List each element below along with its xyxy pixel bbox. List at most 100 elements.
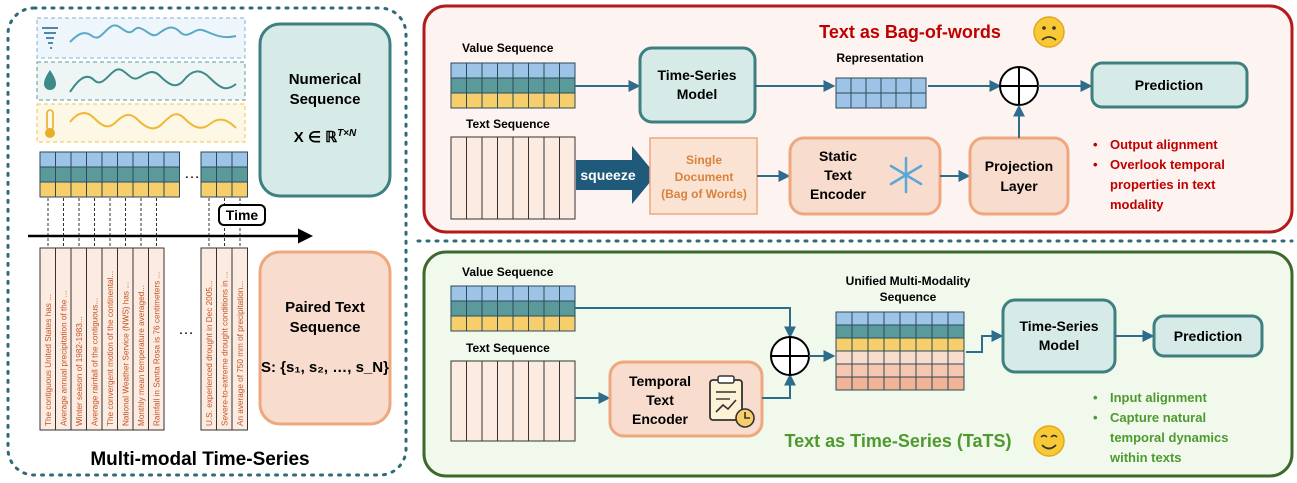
text-strips <box>450 136 576 220</box>
unified-cell <box>899 376 917 391</box>
static-encoder-label-2: Text <box>824 167 852 183</box>
unified-cell <box>851 337 869 352</box>
text-strip <box>481 360 498 442</box>
value-cell <box>512 62 529 79</box>
value-cell <box>481 62 498 79</box>
value-cell <box>200 151 217 168</box>
value-cell <box>481 92 498 109</box>
value-cell <box>450 77 467 94</box>
unified-cell <box>915 376 933 391</box>
value-cell <box>39 181 56 198</box>
value-cell <box>101 166 118 183</box>
value-cell <box>543 300 560 317</box>
value-cell <box>450 315 467 332</box>
squeeze-arrow <box>576 146 656 204</box>
unified-cell <box>851 350 869 365</box>
value-cell <box>231 151 248 168</box>
value-cell <box>481 315 498 332</box>
value-cell <box>512 285 529 302</box>
value-cell <box>70 181 87 198</box>
top-panel-title: Text as Bag-of-words <box>819 22 1001 42</box>
representation-cell <box>865 77 882 94</box>
paired-text-item: An average of 750 mm of precipitation... <box>236 281 245 426</box>
bullet-marker: • <box>1093 157 1098 172</box>
unified-cell <box>883 337 901 352</box>
value-grid <box>200 151 248 198</box>
ellipsis: … <box>178 321 194 338</box>
value-cell <box>55 181 72 198</box>
unified-cell <box>915 363 933 378</box>
value-cell <box>466 62 483 79</box>
value-cell <box>132 151 149 168</box>
numerical-label-2: Sequence <box>290 91 361 108</box>
representation-cell <box>835 77 852 94</box>
unified-cell <box>915 350 933 365</box>
value-grid <box>39 151 180 198</box>
unified-cell <box>947 337 965 352</box>
value-cell <box>559 77 576 94</box>
value-cell <box>200 166 217 183</box>
text-strip <box>231 247 248 431</box>
paired-text-item: The convergent motion of the continental… <box>106 271 115 426</box>
value-cell <box>512 300 529 317</box>
paired-formula: S: {s₁, s₂, …, s_N} <box>261 359 389 376</box>
value-cell <box>528 92 545 109</box>
prediction-box <box>1152 314 1264 358</box>
unified-cell <box>931 337 949 352</box>
value-cell <box>528 62 545 79</box>
temporal-encoder-label-3: Encoder <box>632 411 689 427</box>
representation-cell <box>910 92 927 109</box>
text-strip <box>450 360 467 442</box>
value-cell <box>163 151 180 168</box>
bullet-text: Output alignment <box>1110 137 1218 152</box>
paired-text-strips: The contiguous United States has ...Aver… <box>39 247 248 431</box>
ts-model-label-1: Time-Series <box>657 67 736 83</box>
value-cell <box>543 285 560 302</box>
value-cell <box>481 285 498 302</box>
value-cell <box>216 166 233 183</box>
representation-cell <box>880 92 897 109</box>
unified-cell <box>915 324 933 339</box>
unified-cell <box>915 337 933 352</box>
value-cell <box>497 92 514 109</box>
unified-cell <box>947 350 965 365</box>
arrow <box>966 330 1004 353</box>
text-strip <box>481 136 498 220</box>
unified-cell <box>947 311 965 326</box>
unified-cell <box>883 376 901 391</box>
text-strip <box>512 360 529 442</box>
value-cell <box>512 77 529 94</box>
representation-cell <box>850 92 867 109</box>
value-cell <box>86 166 103 183</box>
squeeze-label: squeeze <box>580 167 635 183</box>
text-strip <box>543 360 560 442</box>
unified-cell <box>947 363 965 378</box>
unified-cell <box>915 311 933 326</box>
unified-cell <box>931 324 949 339</box>
ts-model-box <box>638 46 757 124</box>
unified-cell <box>851 324 869 339</box>
unified-cell <box>883 350 901 365</box>
paired-text-item: Severe-to-extreme drought conditions in … <box>221 271 230 426</box>
ts-model-label-2: Model <box>677 86 717 102</box>
value-cell <box>101 151 118 168</box>
value-cell <box>117 151 134 168</box>
temporal-encoder-label-1: Temporal <box>629 373 691 389</box>
representation-cell <box>910 77 927 94</box>
thermometer-icon <box>45 109 55 138</box>
value-cell <box>528 285 545 302</box>
value-cell <box>497 62 514 79</box>
value-cell <box>450 285 467 302</box>
text-strip <box>528 360 545 442</box>
prediction-label: Prediction <box>1174 328 1242 344</box>
value-sequence-label: Value Sequence <box>462 41 554 55</box>
left-panel-border <box>6 6 408 477</box>
prediction-box <box>1090 61 1249 109</box>
representation-cell <box>865 92 882 109</box>
bottom-bullets: • Input alignment • Capture natural temp… <box>1093 390 1229 465</box>
bullet-text: temporal dynamics <box>1110 430 1229 445</box>
text-strips <box>450 360 576 442</box>
text-strip <box>148 247 165 431</box>
text-strip <box>528 136 545 220</box>
